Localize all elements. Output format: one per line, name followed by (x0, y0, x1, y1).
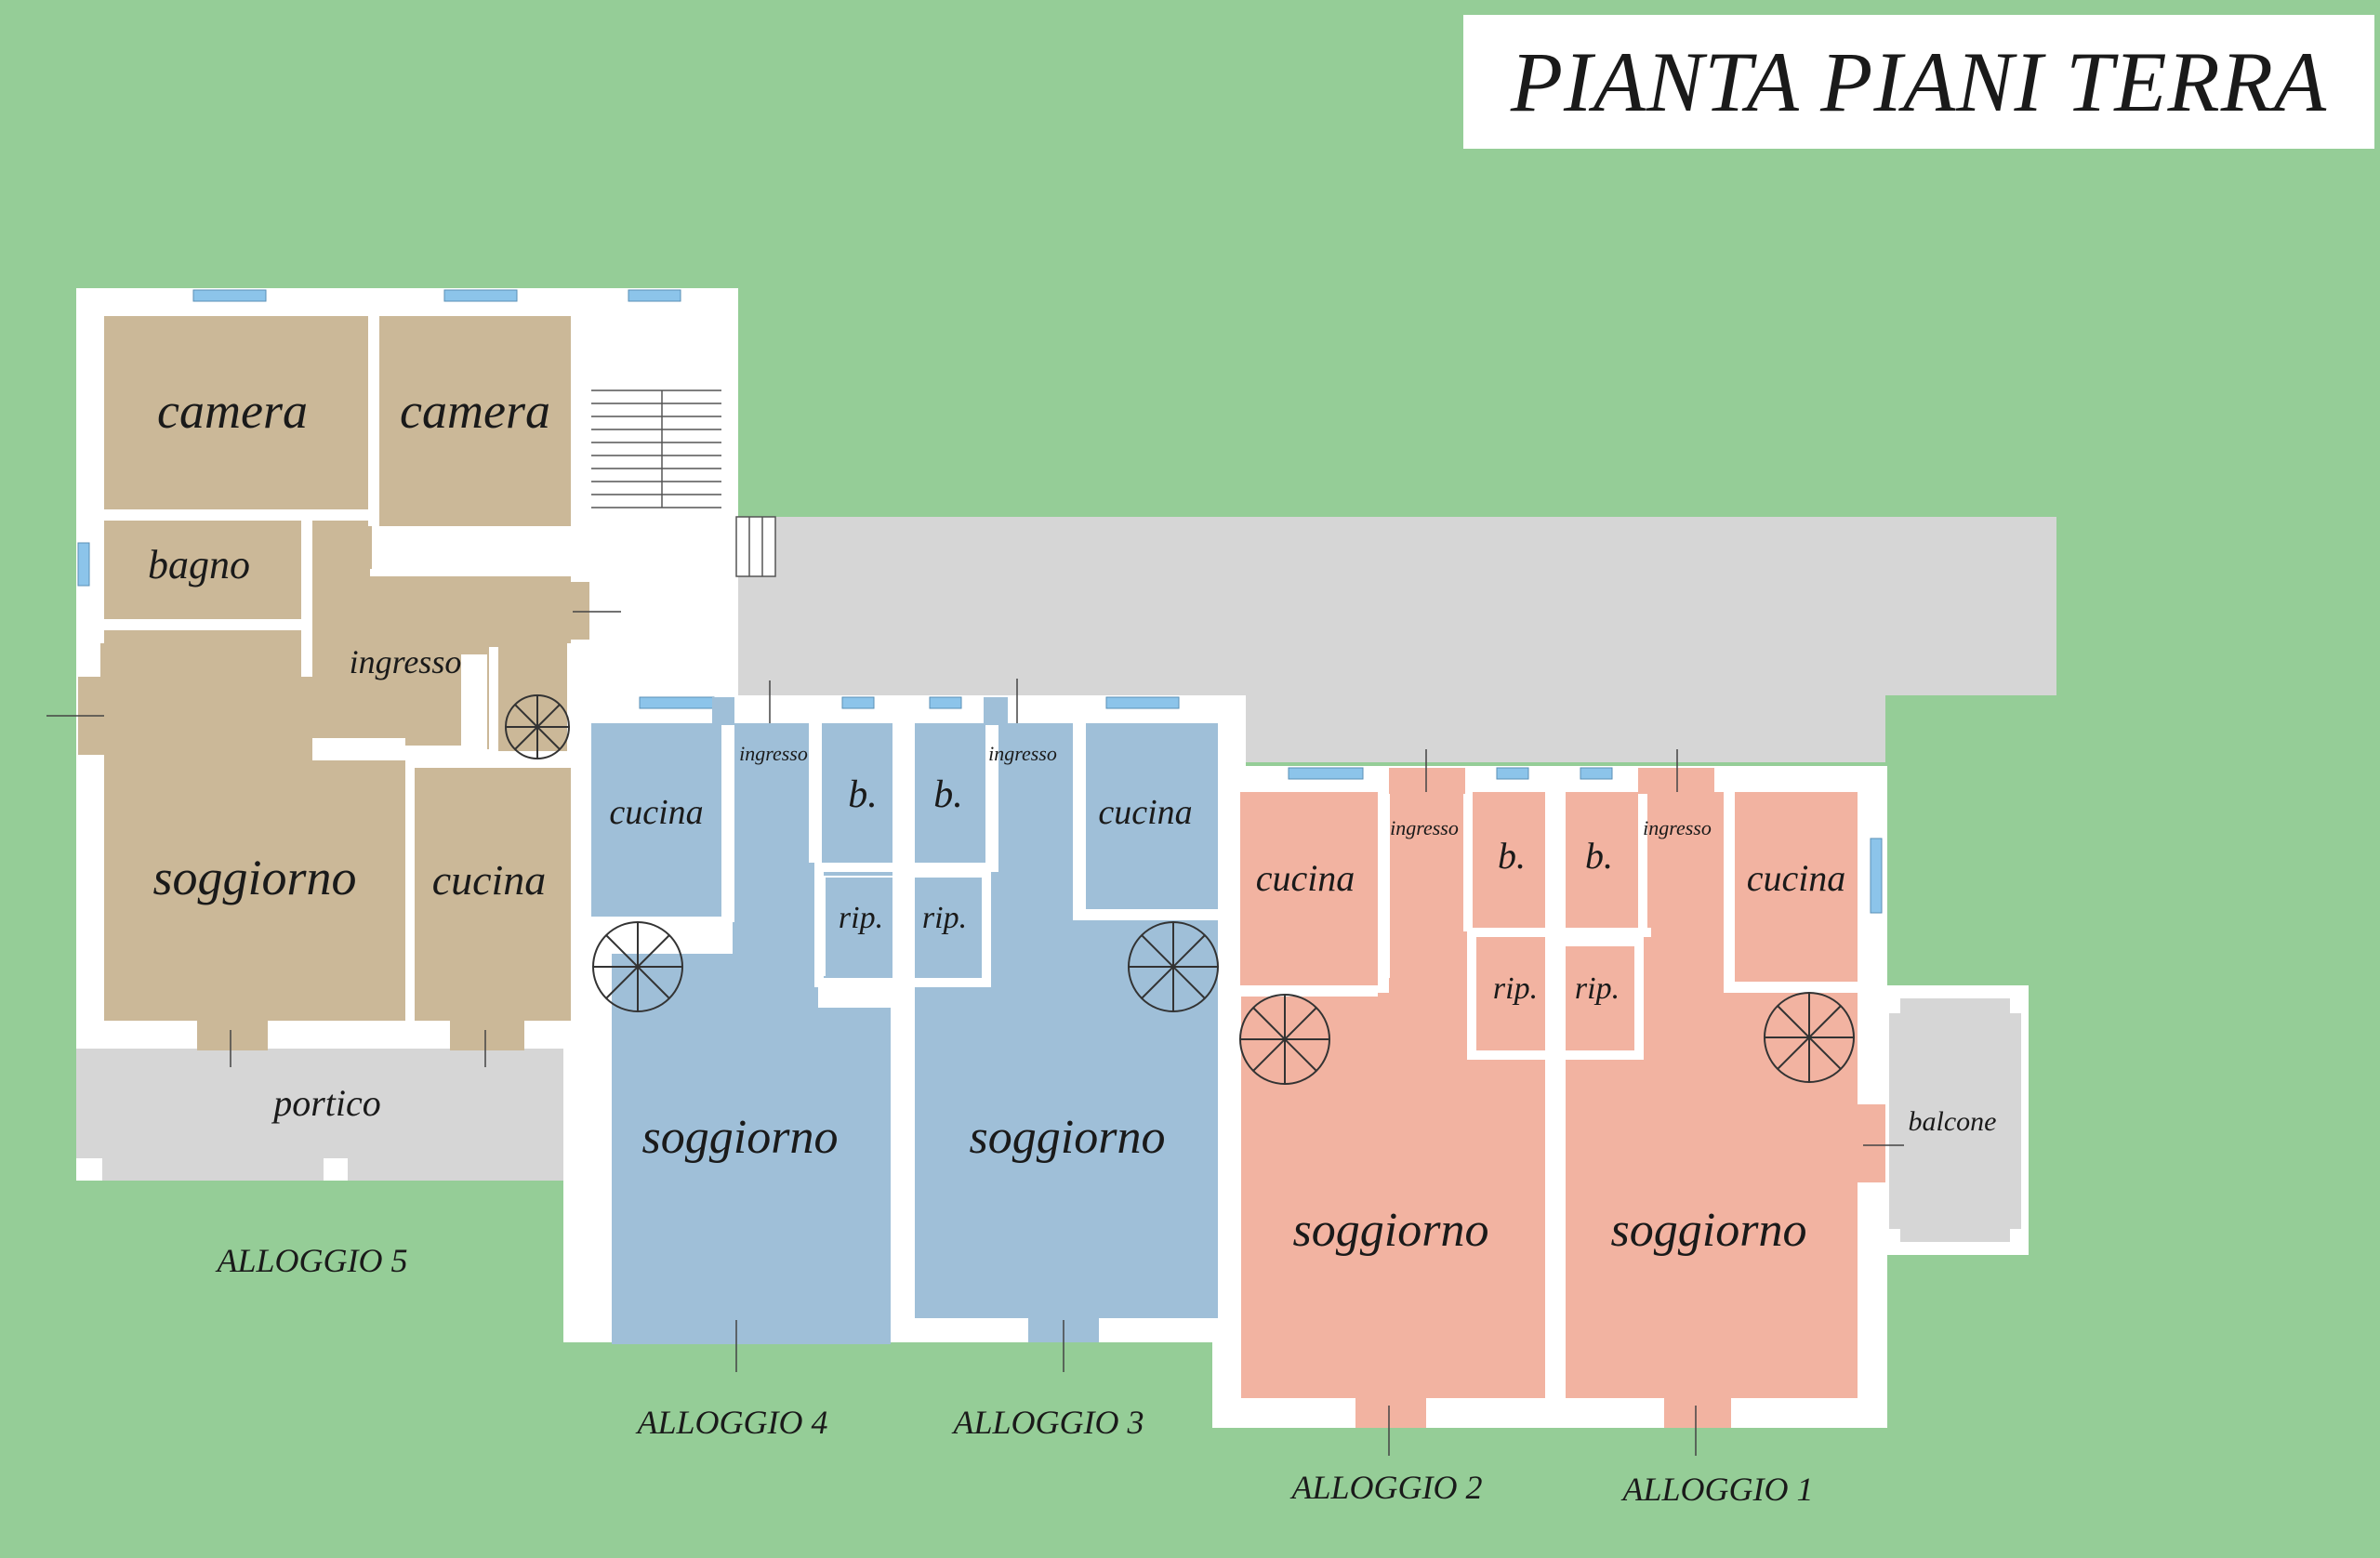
unit1-ingresso-label: ingresso (1643, 816, 1712, 839)
unit4-bagno (822, 723, 892, 863)
unit5-bagno (104, 521, 301, 619)
alloggio-4-label: ALLOGGIO 4 (635, 1404, 827, 1441)
unit2-ingresso-label: ingresso (1390, 816, 1459, 839)
unit2-cucina (1240, 792, 1378, 985)
portico-area (76, 1049, 567, 1181)
unit1-cucina (1735, 792, 1858, 982)
unit4-soggiorno-label: soggiorno (642, 1111, 839, 1164)
unit2-ripostiglio (1476, 946, 1545, 1050)
unit2-bagno (1471, 792, 1545, 928)
alloggio-3-label: ALLOGGIO 3 (951, 1404, 1144, 1441)
unit5-internal-walls (104, 316, 588, 1021)
alloggio-1-label: ALLOGGIO 1 (1620, 1471, 1813, 1508)
unit5-cucina-label: cucina (432, 856, 547, 904)
unit5-camera-2-label: camera (400, 383, 550, 439)
unit4-spiral-stair (592, 921, 683, 1012)
unit4-cucina (591, 723, 721, 917)
unit5-portico-label: portico (271, 1082, 381, 1124)
unit5-disimpegno (498, 654, 571, 760)
unit3-soggiorno-label: soggiorno (970, 1111, 1166, 1164)
unit5-spiral-stair (505, 694, 570, 759)
unit4-ingresso-label: ingresso (739, 742, 808, 765)
unit3-ripostiglio (915, 878, 982, 978)
unit5-camera-1 (104, 316, 368, 509)
unit1-bagno-label: b. (1585, 835, 1613, 877)
windows (77, 289, 1883, 914)
portico-pillar-left (76, 1158, 102, 1181)
balcone-floor (1889, 998, 2021, 1242)
alloggio-2-label: ALLOGGIO 2 (1289, 1469, 1482, 1506)
unit2-soggiorno-label: soggiorno (1293, 1204, 1489, 1257)
entrance-steps (735, 516, 776, 577)
unit3-bagno (915, 723, 985, 863)
unit1-bagno (1566, 792, 1638, 928)
unit5-ingresso (309, 521, 571, 749)
unit3-bagno-label: b. (933, 773, 963, 816)
unit4-cucina-label: cucina (609, 793, 703, 832)
unit1-ingresso (1566, 792, 1858, 1398)
unit5-soggiorno-label: soggiorno (152, 850, 356, 905)
unit1-cucina-label: cucina (1747, 857, 1846, 899)
unit4-ripostiglio-label: rip. (839, 901, 883, 935)
unit5-camera-1-label: camera (157, 383, 308, 439)
unit2-internal-walls (1240, 792, 1566, 1398)
unit5-camera-2 (379, 316, 571, 526)
unit1-ripostiglio-label: rip. (1575, 971, 1620, 1006)
unit1-balcone-label: balcone (1909, 1106, 1997, 1137)
alloggio-5-label: ALLOGGIO 5 (215, 1242, 407, 1279)
door-openings (78, 582, 1885, 1428)
unit3-cucina (1086, 723, 1218, 909)
unit1-ripostiglio (1566, 946, 1634, 1050)
common-terrace-lower (1246, 695, 1885, 762)
unit5-rooms (100, 316, 571, 1021)
unit4-rooms (591, 723, 892, 1344)
unit5-soggiorno (100, 630, 409, 1021)
unit1-rooms (1566, 792, 1858, 1398)
door-markers (46, 611, 1904, 1456)
unit3-cucina-label: cucina (1098, 793, 1192, 832)
unit2-bagno-label: b. (1498, 835, 1526, 877)
portico-pillar-mid (324, 1158, 348, 1181)
unit2-cucina-label: cucina (1256, 857, 1355, 899)
unit2-spiral-stair (1239, 994, 1330, 1085)
stair-shell (588, 288, 738, 697)
unit3-internal-walls (915, 723, 1218, 987)
unit2-ripostiglio-label: rip. (1493, 971, 1538, 1006)
unit4-ingresso (612, 723, 892, 1344)
unit4-bagno-label: b. (848, 773, 878, 816)
title-box: PIANTA PIANI TERRA (1463, 15, 2374, 149)
unit1-spiral-stair (1764, 992, 1855, 1083)
unit5-cucina (415, 768, 571, 1021)
unit4-ripostiglio (826, 878, 892, 978)
unit4-internal-walls (591, 723, 915, 1318)
unit3-ripostiglio-label: rip. (922, 901, 967, 935)
unit5-bagno-label: bagno (148, 542, 250, 588)
common-terrace (736, 517, 2056, 695)
unit5-ingresso-label: ingresso (350, 643, 462, 680)
unit1-internal-walls (1566, 792, 1858, 1060)
unit3-spiral-stair (1128, 921, 1219, 1012)
unit3-ingresso-label: ingresso (988, 742, 1057, 765)
page-title: PIANTA PIANI TERRA (1510, 34, 2328, 129)
stair-steps (591, 390, 721, 508)
unit1-soggiorno-label: soggiorno (1611, 1204, 1807, 1257)
